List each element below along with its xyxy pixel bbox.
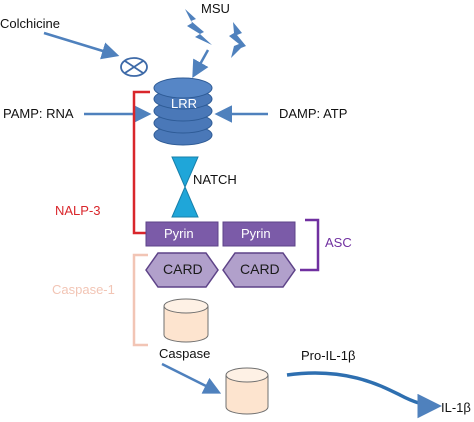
pyrin-right-label: Pyrin <box>241 226 271 241</box>
pyrin-box-right <box>222 221 296 247</box>
msu-label: MSU <box>201 1 230 16</box>
pro-il1b-label: Pro-IL-1β <box>301 348 356 363</box>
natch-domain <box>171 156 199 218</box>
colchicine-label: Colchicine <box>0 16 60 31</box>
nalp3-bracket <box>132 90 150 235</box>
caspase-arrow <box>161 362 222 394</box>
card-right-label: CARD <box>240 261 280 277</box>
nalp3-label: NALP-3 <box>55 203 101 218</box>
caspase1-label: Caspase-1 <box>52 282 115 297</box>
il1b-label: IL-1β <box>441 400 471 415</box>
inhibition-symbol <box>120 57 148 77</box>
natch-label: NATCH <box>193 172 237 187</box>
msu-crystal-bolt-right <box>229 22 246 58</box>
lrr-label: LRR <box>171 96 198 111</box>
pamp-label: PAMP: RNA <box>3 106 74 121</box>
card-hex-right <box>222 252 296 288</box>
msu-crystal-bolt-left <box>185 9 212 45</box>
colchicine-arrow <box>43 31 120 60</box>
lrr-domain <box>153 77 213 146</box>
caspase1-bracket <box>132 253 148 347</box>
pyrin-left-label: Pyrin <box>164 226 194 241</box>
asc-label: ASC <box>325 235 352 250</box>
il1b-processing-arrow <box>286 371 442 419</box>
active-caspase-cylinder <box>225 367 269 415</box>
asc-bracket <box>300 218 320 272</box>
damp-label: DAMP: ATP <box>279 106 348 121</box>
card-left-label: CARD <box>163 261 203 277</box>
card-hex-left <box>145 252 219 288</box>
msu-arrow <box>192 49 210 79</box>
pyrin-box-left <box>145 221 219 247</box>
caspase-cylinder <box>163 298 209 343</box>
caspase-label: Caspase <box>159 346 211 361</box>
